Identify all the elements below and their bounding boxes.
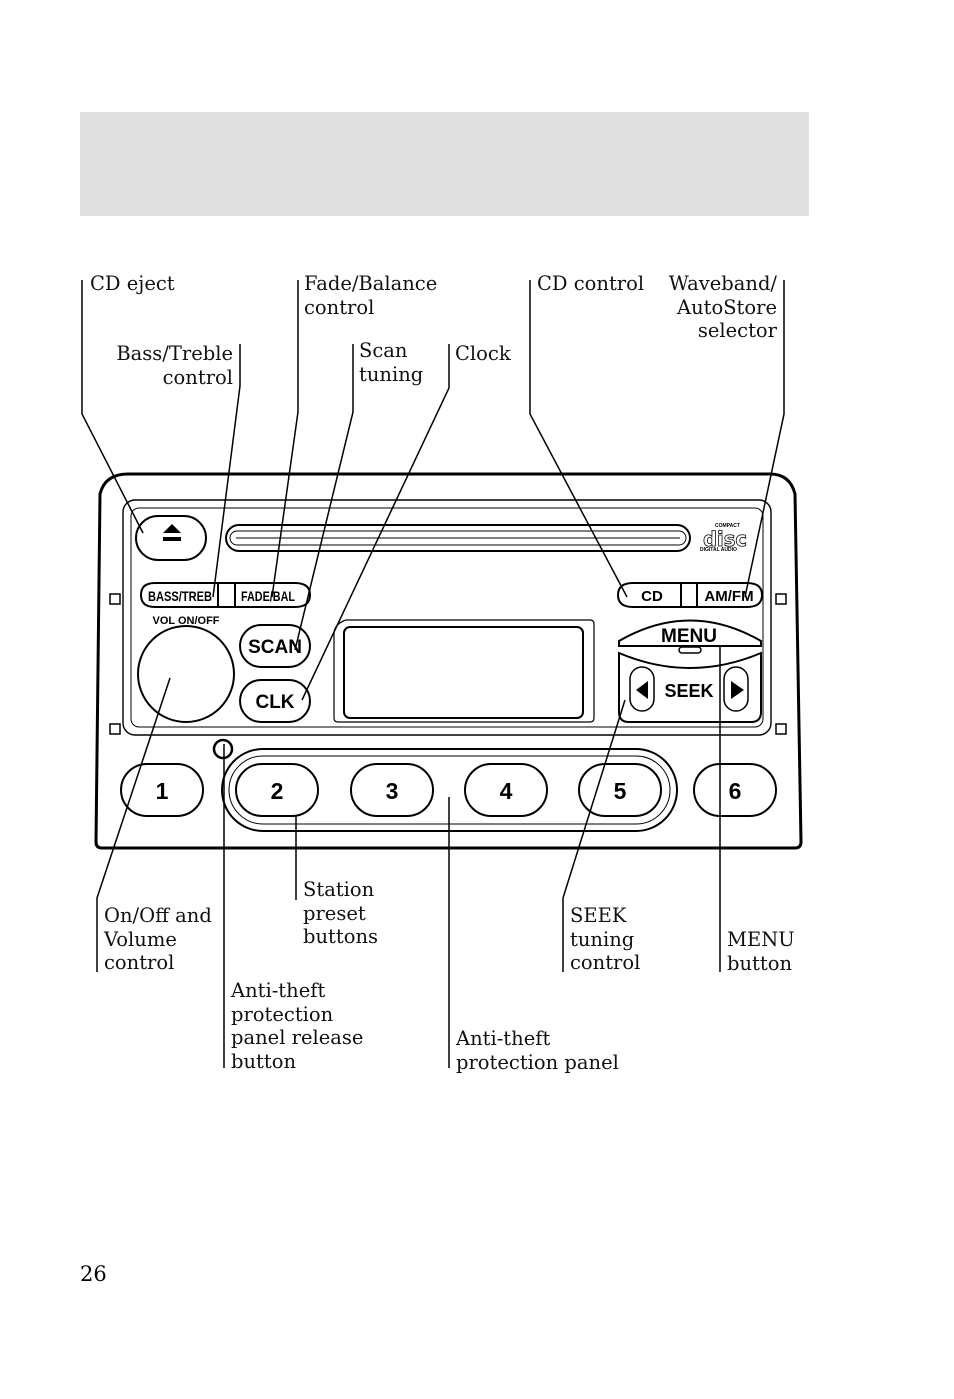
radio-faceplate — [122, 499, 772, 736]
leader-clock — [301, 344, 450, 701]
leader-onoff-volume — [96, 677, 171, 972]
label-station-preset: Station preset buttons — [303, 878, 379, 948]
preset-button-2[interactable]: 2 — [235, 763, 319, 817]
svg-text:MENU: MENU — [661, 626, 717, 647]
menu-button[interactable]: MENU — [618, 619, 762, 654]
label-onoff-volume: On/Off and Volume control — [104, 904, 212, 974]
eject-button[interactable] — [135, 515, 207, 561]
leader-fade-balance — [271, 280, 299, 598]
page-number: 26 — [80, 1262, 107, 1286]
label-menu-button: MENU button — [727, 928, 795, 975]
seek-right-icon — [731, 681, 744, 699]
clk-button[interactable]: CLK — [239, 679, 311, 723]
preset-button-3[interactable]: 3 — [350, 763, 434, 817]
preset-button-5[interactable]: 5 — [578, 763, 662, 817]
amfm-button[interactable]: AM/FM — [704, 588, 753, 605]
svg-text:SEEK: SEEK — [664, 681, 713, 701]
bass-fade-rocker: BASS/TREB FADE/BAL — [139, 582, 312, 608]
mount-square — [775, 723, 787, 735]
svg-text:4: 4 — [500, 778, 513, 804]
svg-text:2: 2 — [271, 778, 284, 804]
label-waveband: Waveband/ AutoStore selector — [668, 272, 777, 342]
svg-text:disc: disc — [703, 527, 747, 551]
svg-text:DIGITAL AUDIO: DIGITAL AUDIO — [700, 547, 737, 553]
label-antitheft-panel: Anti-theft protection panel — [456, 1027, 619, 1074]
label-clock: Clock — [455, 342, 511, 365]
label-cd-eject: CD eject — [90, 272, 175, 295]
mount-square — [109, 593, 121, 605]
seek-rocker[interactable]: SEEK — [618, 651, 762, 723]
cd-button[interactable]: CD — [641, 588, 663, 605]
svg-text:SCAN: SCAN — [248, 637, 302, 658]
label-bass-treble: Bass/Treble control — [116, 342, 233, 389]
compact-disc-logo: COMPACT disc DIGITAL AUDIO — [700, 523, 747, 553]
radio-bezel — [94, 472, 803, 850]
seek-right-button — [723, 666, 749, 712]
eject-icon — [163, 524, 181, 541]
volume-knob[interactable] — [137, 625, 235, 723]
leader-lines — [81, 280, 785, 1068]
display-window — [333, 619, 595, 723]
bass-treb-button[interactable]: BASS/TREB — [148, 588, 212, 604]
svg-text:COMPACT: COMPACT — [715, 523, 740, 529]
scan-button[interactable]: SCAN — [239, 624, 311, 668]
label-cd-control: CD control — [537, 272, 645, 295]
svg-text:3: 3 — [386, 778, 399, 804]
seek-left-icon — [636, 681, 648, 699]
leader-cd-control — [529, 280, 628, 598]
svg-text:CLK: CLK — [255, 692, 294, 713]
cd-amfm-rocker: CD AM/FM — [616, 582, 764, 608]
mount-square — [775, 593, 787, 605]
svg-text:6: 6 — [729, 778, 742, 804]
leader-bass-treble — [212, 344, 241, 598]
header-band — [80, 112, 809, 216]
leader-seek — [562, 699, 626, 972]
antitheft-release-button[interactable] — [212, 738, 234, 760]
cd-slot — [225, 524, 691, 552]
svg-text:1: 1 — [156, 778, 169, 804]
leader-waveband — [744, 280, 785, 598]
preset-button-6[interactable]: 6 — [693, 763, 777, 817]
seek-left-button — [629, 666, 655, 712]
label-seek-tuning: SEEK tuning control — [570, 904, 641, 974]
label-antitheft-release: Anti-theft protection panel release butt… — [231, 979, 364, 1073]
mount-square — [109, 723, 121, 735]
label-fade-balance: Fade/Balance control — [304, 272, 438, 319]
preset-button-4[interactable]: 4 — [464, 763, 548, 817]
fade-bal-button[interactable]: FADE/BAL — [241, 588, 295, 604]
leader-cd-eject — [81, 280, 144, 534]
leader-scan — [294, 344, 354, 651]
menu-indicator — [678, 646, 702, 654]
preset-button-1[interactable]: 1 — [120, 763, 204, 817]
vol-onoff-label: VOL ON/OFF — [152, 615, 219, 627]
label-scan-tuning: Scan tuning — [359, 339, 424, 386]
svg-text:5: 5 — [614, 778, 627, 804]
